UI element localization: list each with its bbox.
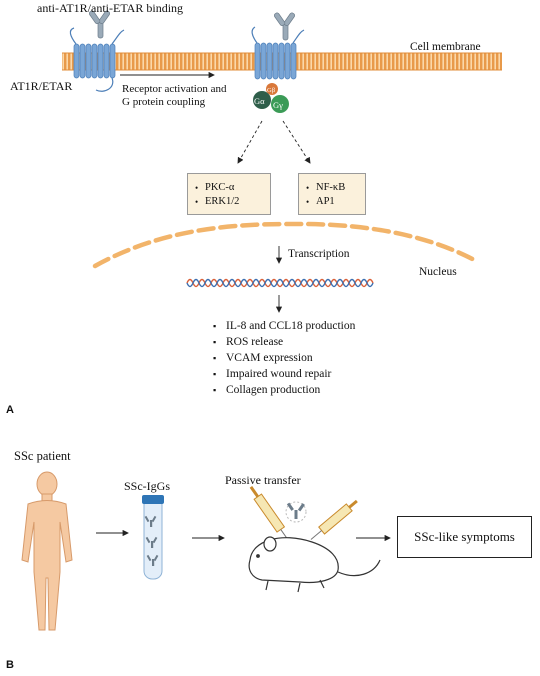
outcome-list: IL-8 and CCL18 production ROS release VC… [213, 318, 355, 398]
patient-silhouette-icon [21, 471, 73, 631]
g-alpha-label: Gα [254, 96, 265, 106]
activation-label-line2: G protein coupling [122, 96, 206, 108]
binding-label: anti-AT1R/anti-ETAR binding [37, 1, 184, 15]
symptoms-box: SSc-like symptoms [397, 516, 532, 558]
mouse-icon [248, 536, 381, 593]
antibody-icon [285, 501, 307, 523]
transcription-factor-box: NF-κB AP1 [298, 173, 366, 215]
receptor-inactive [69, 27, 125, 92]
dna-helix-icon [186, 278, 374, 288]
receptor-label: AT1R/ETAR [10, 79, 73, 93]
g-gamma-label: Gγ [273, 100, 283, 110]
transcription-label: Transcription [288, 248, 350, 260]
nuclear-envelope [92, 221, 481, 269]
g-protein-complex [253, 83, 289, 113]
patient-label: SSc patient [14, 449, 71, 463]
panel-b-label: B [6, 659, 14, 671]
outcome-item: IL-8 and CCL18 production [213, 318, 355, 334]
outcome-item: Impaired wound repair [213, 366, 355, 382]
factor-item: NF-κB [304, 181, 365, 195]
kinase-box: PKC-α ERK1/2 [187, 173, 271, 215]
factor-item: AP1 [304, 195, 365, 209]
signal-arrow-left [237, 120, 263, 164]
transfer-label: Passive transfer [225, 473, 301, 487]
nucleus-label: Nucleus [419, 266, 457, 278]
panel-a-label: A [6, 404, 14, 416]
outcome-item: ROS release [213, 334, 355, 350]
antibody-icon [88, 10, 111, 39]
igg-label: SSc-IgGs [124, 479, 171, 493]
outcome-item: VCAM expression [213, 350, 355, 366]
kinase-item: ERK1/2 [193, 195, 270, 209]
outcome-item: Collagen production [213, 382, 355, 398]
kinase-item: PKC-α [193, 181, 270, 195]
signal-arrow-right [282, 120, 311, 164]
membrane-label: Cell membrane [410, 41, 481, 53]
g-beta-label: Gβ [267, 87, 276, 94]
antibody-icon [273, 12, 296, 41]
activation-label-line1: Receptor activation and [122, 83, 227, 95]
syringe-icon [310, 499, 358, 540]
receptor-active [251, 26, 305, 80]
igg-tube-icon [142, 495, 164, 580]
symptoms-label: SSc-like symptoms [414, 529, 515, 544]
